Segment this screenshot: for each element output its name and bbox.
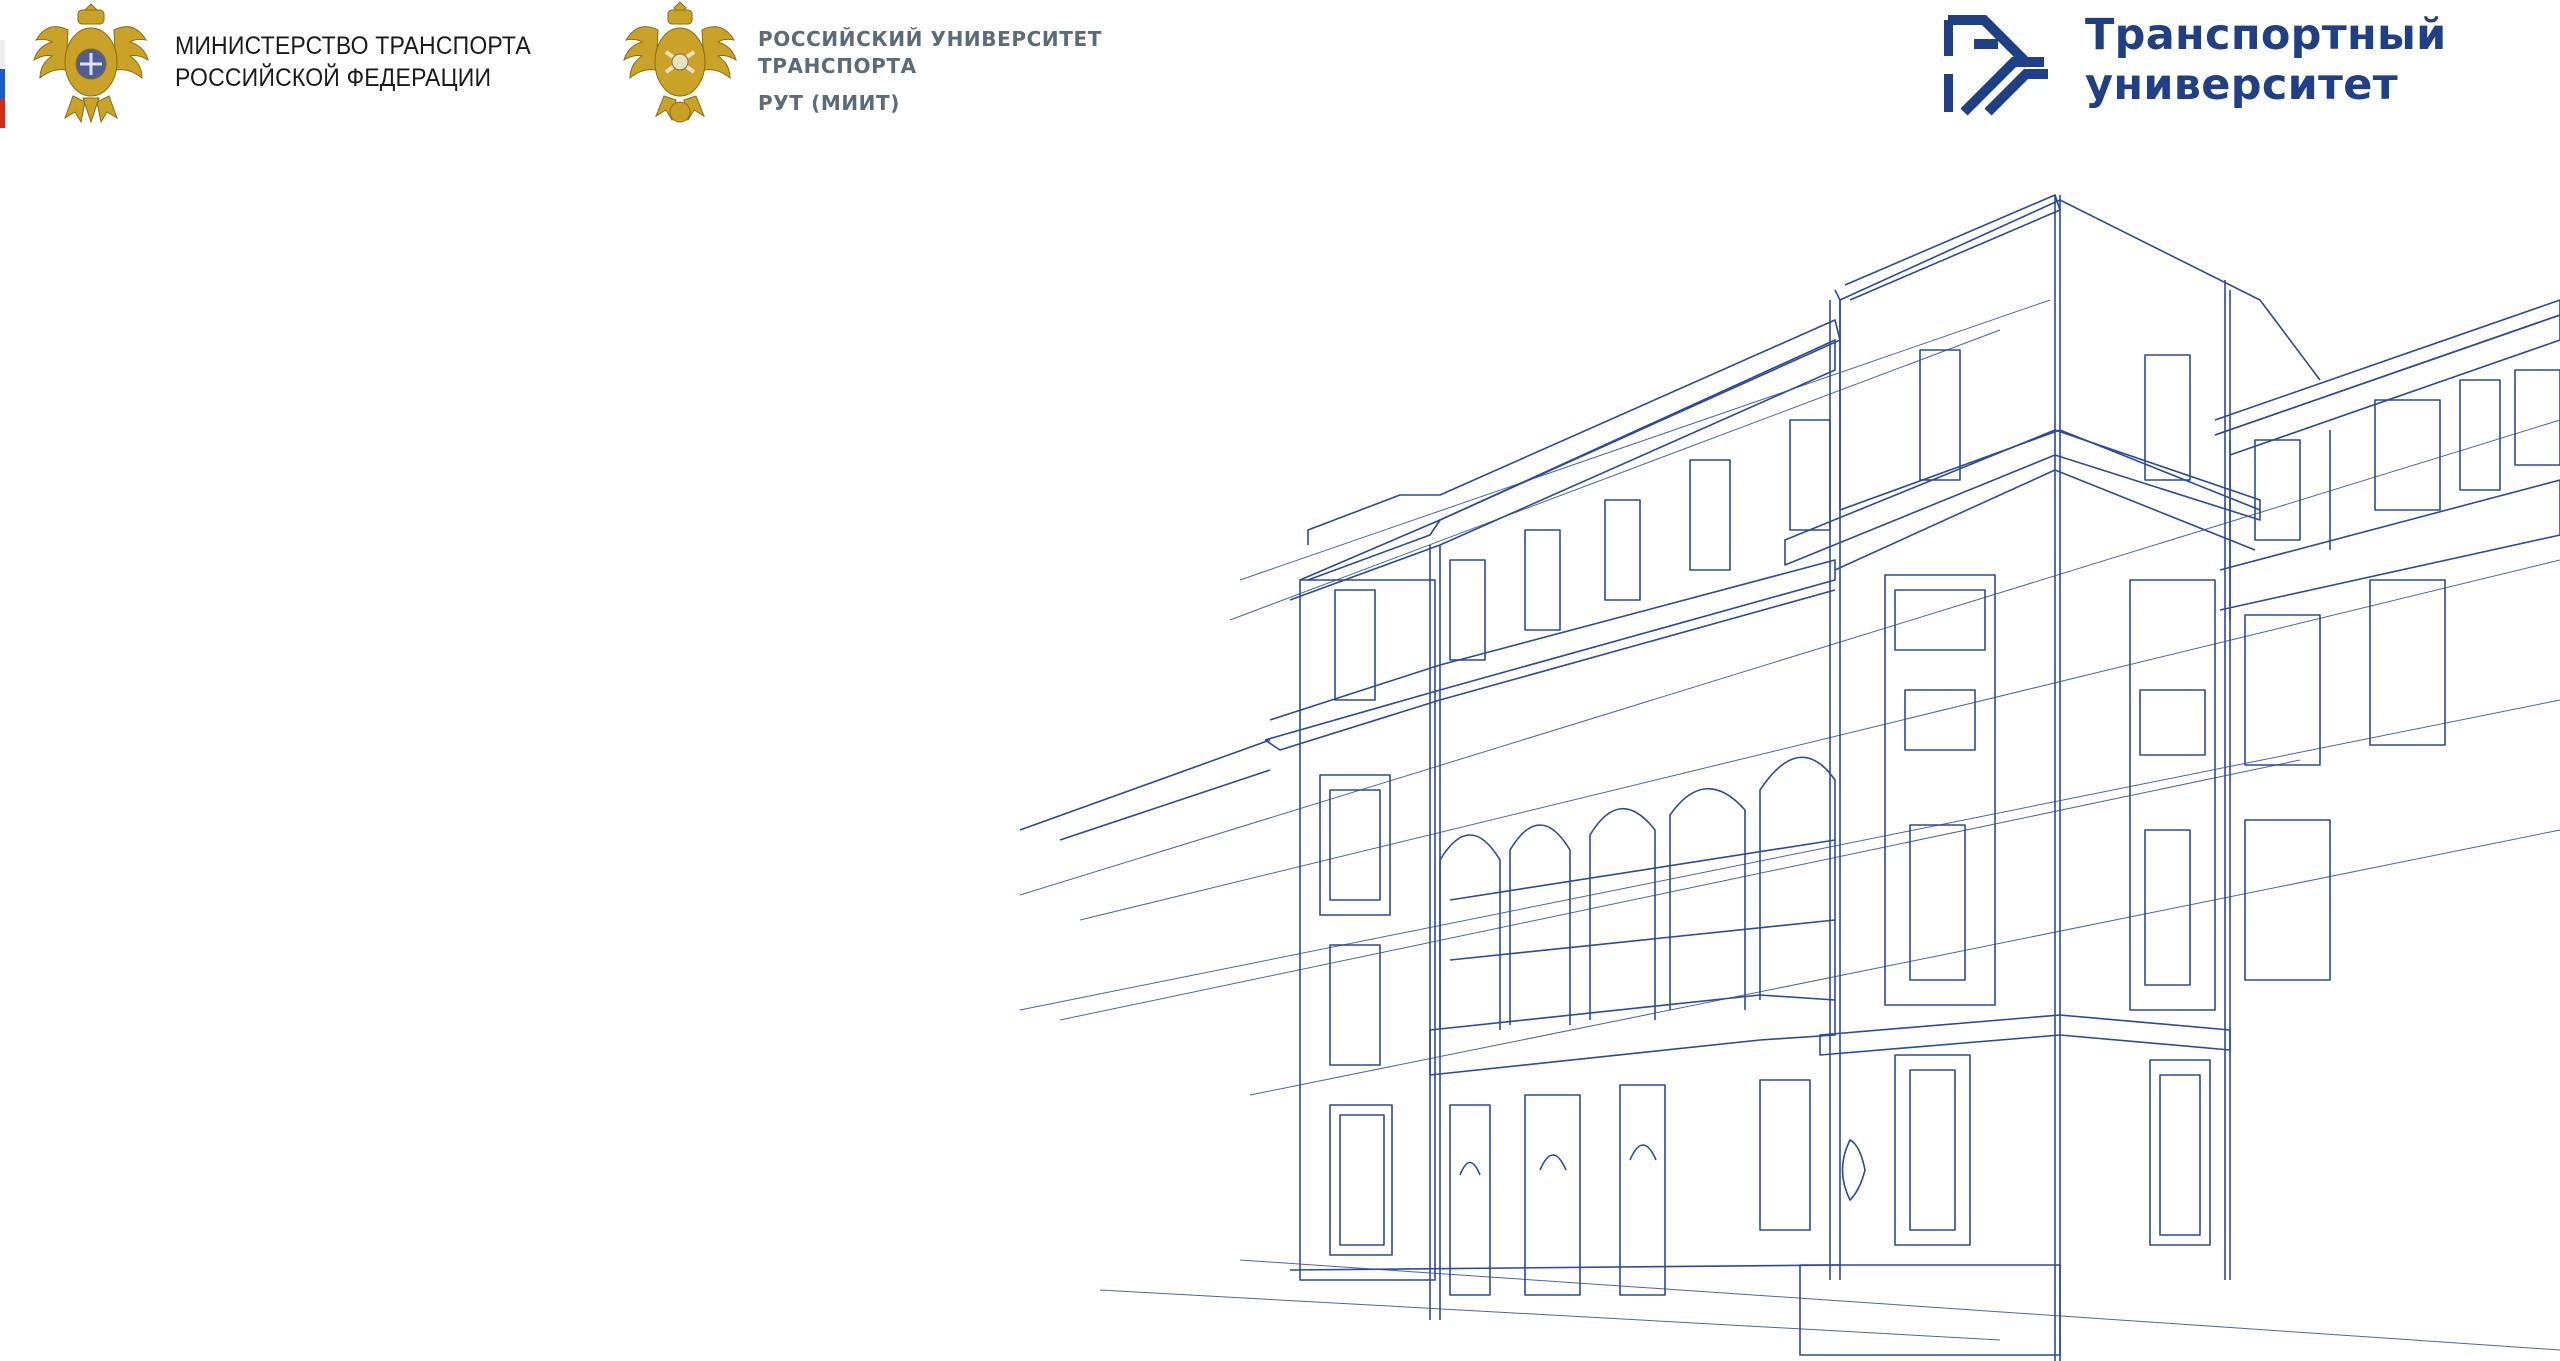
university-emblem-icon — [623, 1, 737, 123]
ministry-name-line2: РОССИЙСКОЙ ФЕДЕРАЦИИ — [175, 64, 492, 92]
brand-name: Транспортный университет — [2085, 10, 2447, 110]
university-short-name: РУТ (МИИТ) — [758, 91, 900, 115]
ministry-name-line1: МИНИСТЕРСТВО ТРАНСПОРТА — [175, 32, 531, 60]
university-name-line2: ТРАНСПОРТА — [758, 54, 917, 78]
brand-name-line1: Транспортный — [2085, 10, 2447, 60]
ministry-emblem-icon — [33, 3, 149, 124]
university-name: РОССИЙСКИЙ УНИВЕРСИТЕТ ТРАНСПОРТА РУТ (М… — [758, 26, 1102, 117]
brand-name-line2: университет — [2085, 60, 2398, 110]
ministry-name: МИНИСТЕРСТВО ТРАНСПОРТА РОССИЙСКОЙ ФЕДЕР… — [175, 30, 531, 94]
transport-university-logo-icon — [1944, 15, 2048, 116]
university-name-line1: РОССИЙСКИЙ УНИВЕРСИТЕТ — [758, 27, 1102, 51]
russian-flag-strip — [0, 40, 5, 128]
